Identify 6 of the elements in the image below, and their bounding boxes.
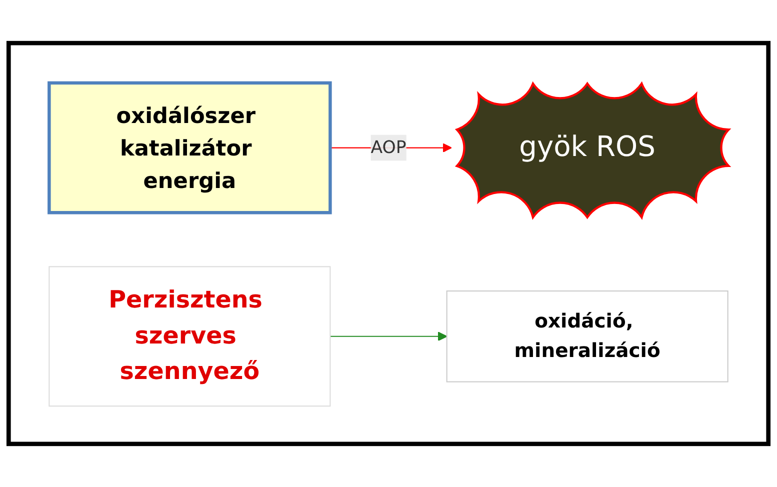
cluster <box>6 40 771 446</box>
node-box: oxidálószer katalizátor energia <box>48 81 332 214</box>
edge-label: AOP <box>370 136 406 158</box>
node-box: oxidáció, mineralizáció <box>446 290 728 382</box>
node-box: Perzisztens szerves szennyező <box>48 266 331 407</box>
arrow <box>330 332 448 342</box>
